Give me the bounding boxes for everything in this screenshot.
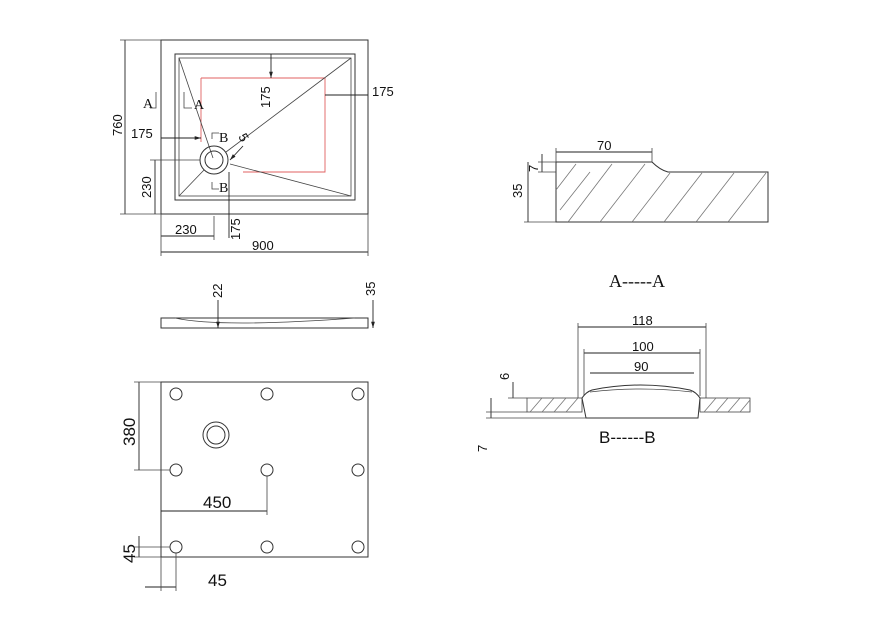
section-aa-title: A-----A	[609, 271, 665, 291]
tray-underside	[160, 381, 369, 558]
dim-side-height: 35	[363, 282, 378, 296]
dim-middle-diameter: 100	[632, 339, 654, 354]
section-bb-title: B------B	[599, 428, 656, 447]
support-foot	[351, 387, 365, 401]
section-b-bottom-label: B	[219, 181, 228, 196]
dim-spacing-y: 380	[120, 418, 139, 446]
dim-offset-top: 175	[258, 86, 273, 108]
tray-inner-rim	[174, 53, 356, 201]
drain-inner	[204, 150, 224, 170]
dim-drain-y: 230	[139, 176, 154, 198]
dim-offset-bottom: 175	[228, 218, 243, 240]
drain-underside-outer	[202, 421, 230, 449]
dim-edge-y: 45	[120, 544, 139, 563]
support-foot	[351, 463, 365, 477]
support-foot	[260, 387, 274, 401]
support-foot	[351, 540, 365, 554]
section-b-top-label: B	[219, 131, 228, 146]
support-foot	[260, 540, 274, 554]
tray-basin	[178, 57, 352, 197]
tray-outline	[160, 39, 369, 215]
dim-width: 900	[252, 238, 274, 253]
section-aa: 70 7 35 A-----A	[510, 138, 769, 291]
dim-outer-diameter: 118	[632, 313, 653, 328]
dim-edge-x: 45	[208, 571, 227, 590]
dim-lip: 6	[497, 373, 512, 380]
slope-label: 5	[235, 131, 252, 145]
drain-underside-inner	[206, 425, 226, 445]
side-view: 22 35	[160, 282, 378, 329]
dim-depth: 22	[210, 284, 225, 298]
dim-section-b-depth: 7	[475, 445, 490, 452]
support-foot	[169, 463, 183, 477]
side-profile	[160, 317, 369, 329]
support-foot	[260, 463, 274, 477]
dim-inner-diameter: 90	[634, 359, 648, 374]
section-bb: 118 100 90 6 7 B------B	[475, 313, 751, 452]
drain-outer	[199, 145, 229, 175]
dim-height: 760	[110, 114, 125, 136]
section-aa-profile	[555, 161, 769, 223]
reference-frame	[201, 77, 326, 173]
section-a-left-label: A	[143, 97, 154, 112]
drain-cover-profile	[581, 384, 701, 419]
top-view: A A B B 5 760 230 175 175 175 175 230	[110, 39, 394, 256]
dim-offset-left: 175	[131, 126, 153, 141]
support-foot	[169, 387, 183, 401]
dim-offset-right: 175	[372, 84, 394, 99]
support-foot	[169, 540, 183, 554]
bottom-view: 380 450 45 45	[120, 381, 369, 591]
dim-drain-x: 230	[175, 222, 197, 237]
support-feet	[169, 387, 365, 554]
dim-section-a-width: 70	[597, 138, 611, 153]
dim-section-a-height: 35	[510, 184, 525, 198]
dim-section-a-step: 7	[526, 165, 541, 172]
dim-spacing-x: 450	[203, 493, 231, 512]
slope-line	[178, 57, 214, 159]
section-a-right-label: A	[194, 98, 205, 113]
